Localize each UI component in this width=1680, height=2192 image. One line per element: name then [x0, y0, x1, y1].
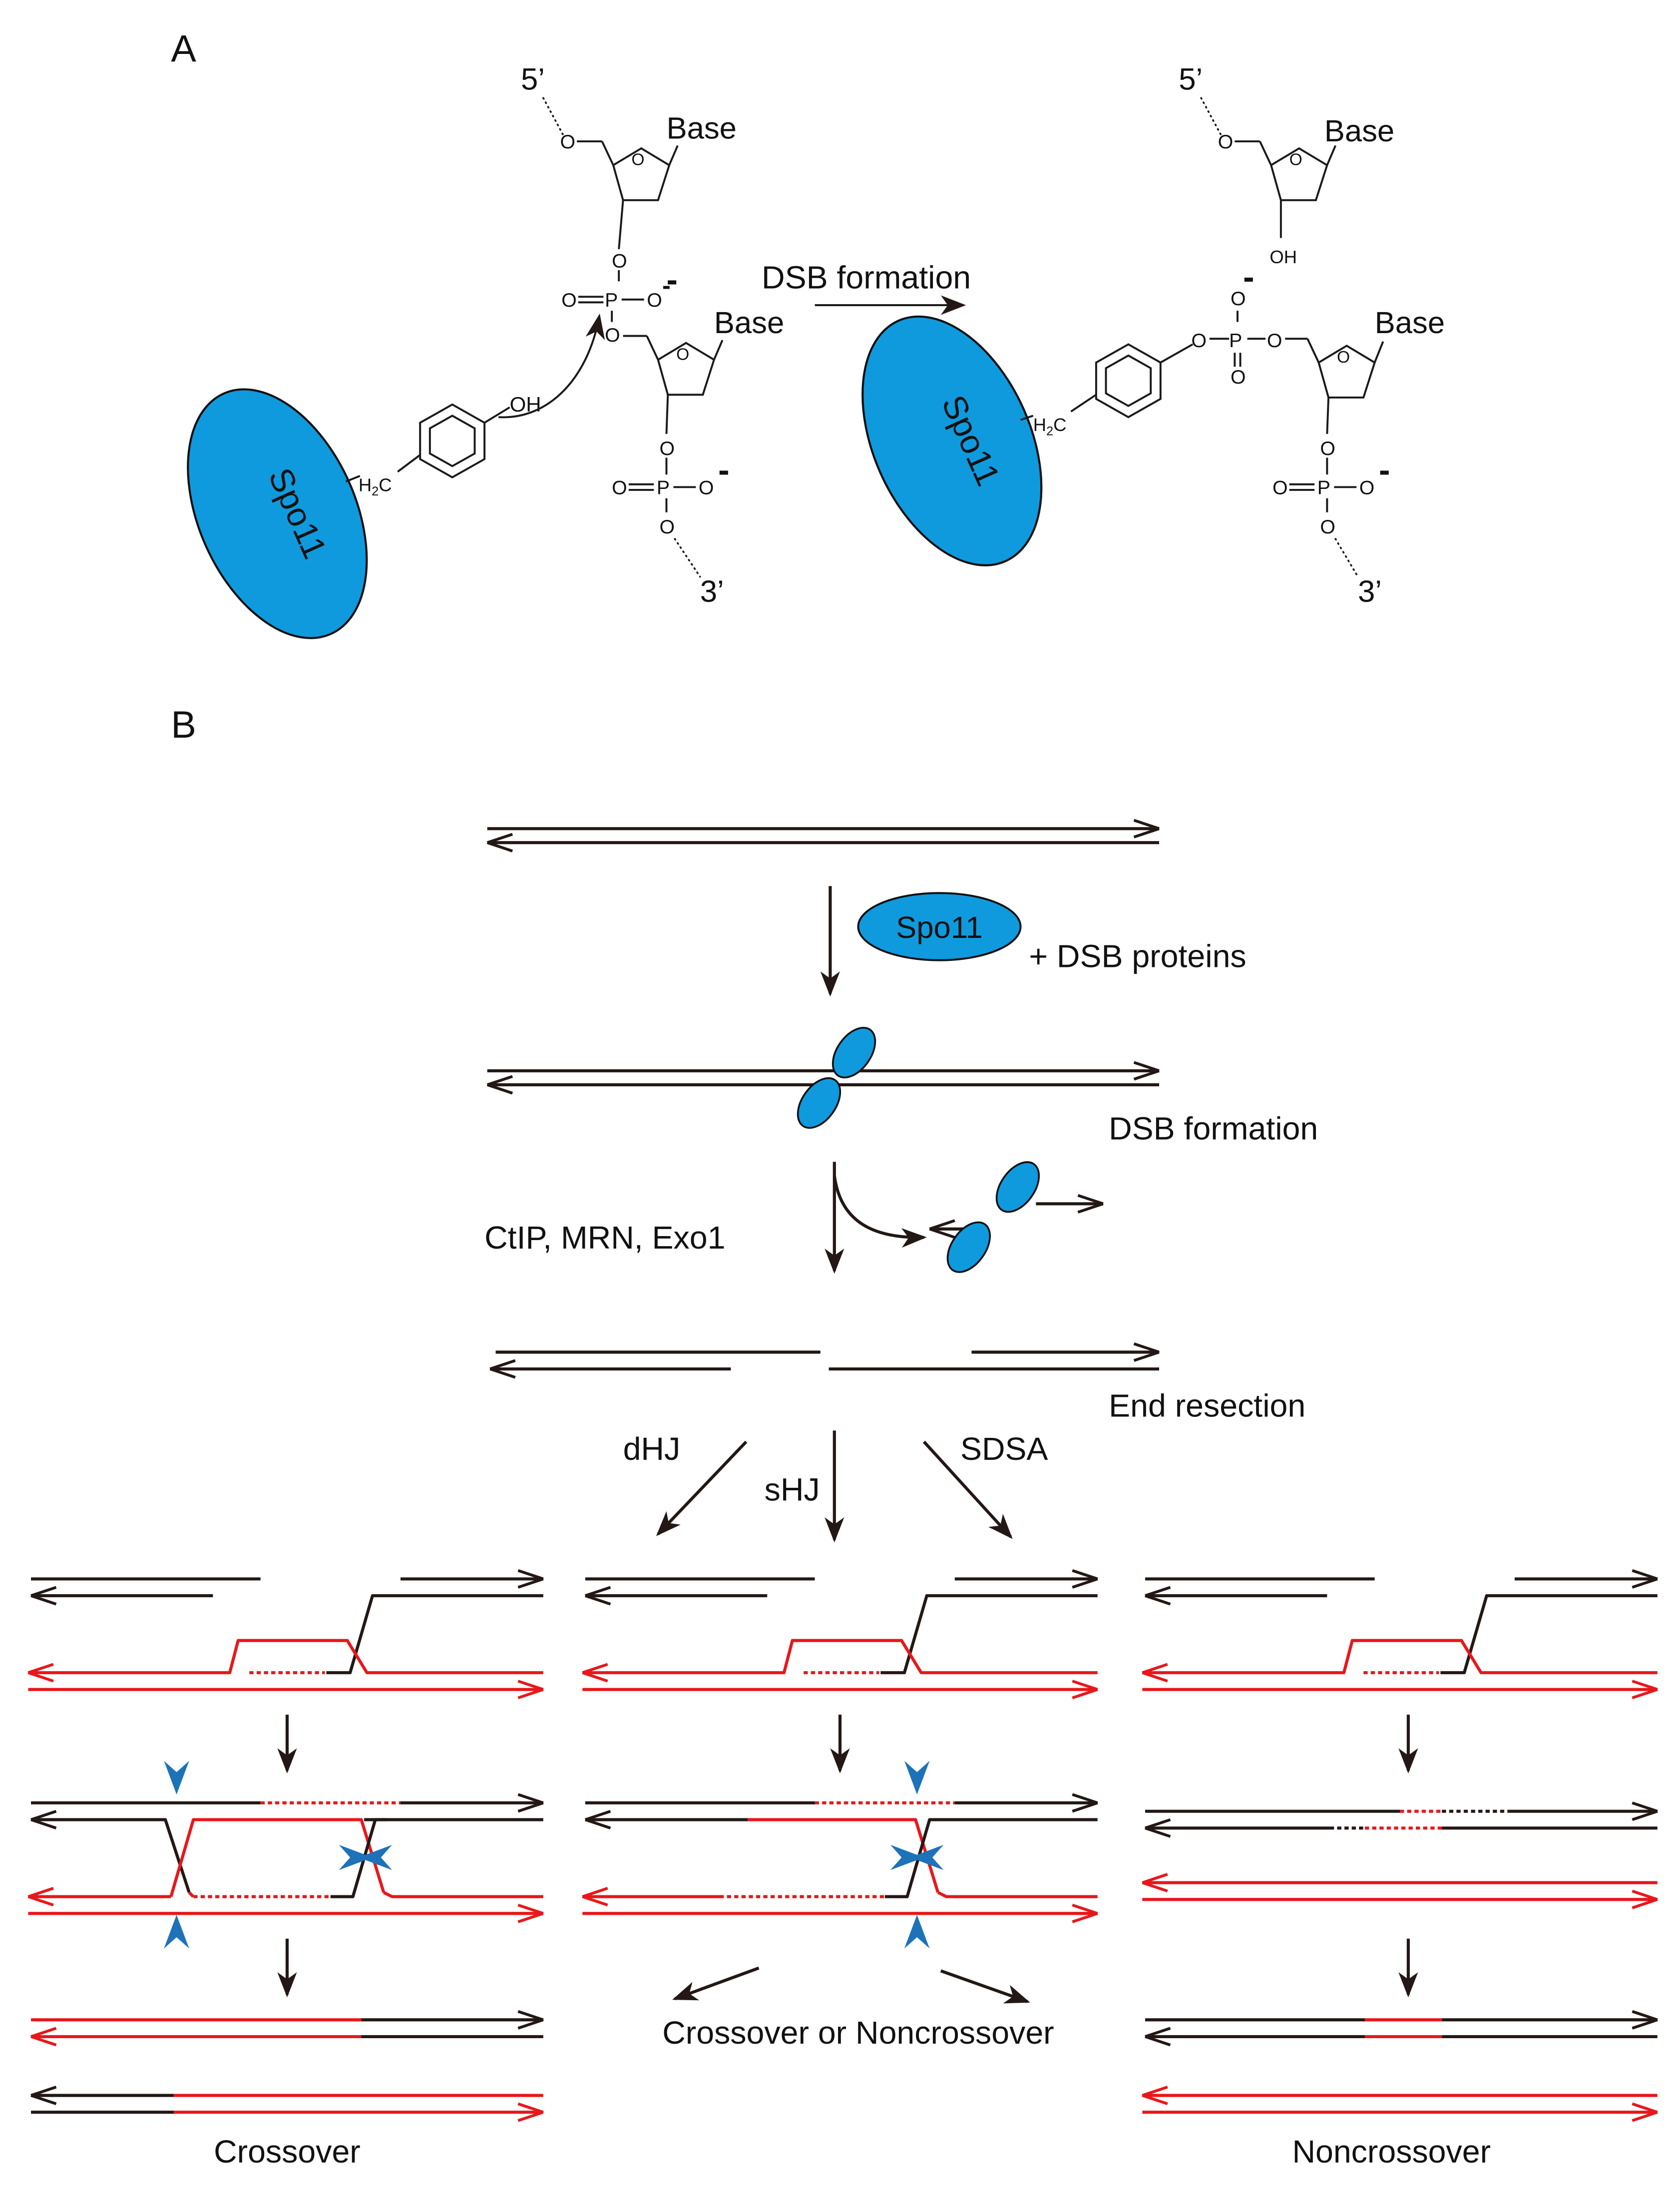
crossover-or-noncrossover-label: Crossover or Noncrossover — [662, 2015, 1054, 2051]
svg-text:P: P — [1317, 476, 1330, 498]
dsb-formation-label: DSB formation — [1109, 1110, 1318, 1146]
svg-text:O: O — [1231, 366, 1246, 388]
panel-label-a: A — [171, 27, 196, 70]
base-3: Base — [1324, 114, 1395, 148]
svg-text:O: O — [1320, 438, 1335, 459]
spo11-right: Spo11 — [861, 315, 1043, 566]
svg-text:O: O — [659, 516, 675, 538]
ch2-left: H2C — [359, 475, 392, 498]
svg-text:O: O — [1231, 288, 1246, 310]
sugar-ring-3 — [1269, 147, 1328, 201]
dna-backbone-left: 5’ O O Base O O P O - - O O Base O O P O — [521, 62, 784, 609]
shj-label: sHJ — [765, 1471, 820, 1507]
dsb-duplex — [486, 1026, 1160, 1129]
panel-label-b: B — [171, 704, 196, 746]
intact-duplex — [486, 819, 1160, 853]
tyrosine-right: H2C — [1020, 343, 1194, 438]
svg-text:P: P — [605, 289, 618, 311]
sdsa-label: SDSA — [960, 1431, 1048, 1467]
svg-text:O: O — [605, 324, 620, 346]
resolution-arrow-left — [672, 1966, 760, 2001]
five-prime-left: 5’ — [521, 62, 545, 96]
base-1: Base — [666, 111, 736, 145]
spo11-left: Spo11 — [187, 388, 368, 639]
svg-text:O: O — [560, 131, 575, 153]
dna-backbone-right: O P O - O O O Base O O P O - O 3’ 5’ O — [1179, 62, 1445, 609]
spo11-protein-label: Spo11 — [896, 910, 983, 945]
svg-text:O: O — [1359, 476, 1375, 498]
crossover-products — [30, 2010, 544, 2122]
oh-right: OH — [1269, 247, 1297, 267]
release-arrow — [833, 1175, 927, 1248]
sdsa-arrow — [922, 1440, 1013, 1539]
base-2: Base — [714, 306, 785, 340]
svg-text:-: - — [1243, 258, 1254, 296]
base-4: Base — [1375, 306, 1445, 340]
svg-text:O: O — [676, 345, 689, 364]
crossover-label: Crossover — [214, 2134, 361, 2170]
sugar-ring-2 — [657, 342, 716, 396]
five-prime-right: 5’ — [1179, 62, 1203, 96]
oh-left: OH — [510, 393, 541, 416]
svg-text:H2C: H2C — [1033, 415, 1067, 438]
end-resection-label: End resection — [1109, 1387, 1305, 1423]
three-prime-right: 3’ — [1358, 574, 1382, 609]
svg-text:O: O — [1267, 330, 1282, 352]
reaction-label: DSB formation — [762, 259, 971, 295]
strand-invasion-dhj — [27, 1569, 544, 1700]
dhj-label: dHJ — [623, 1431, 681, 1467]
svg-text:-: - — [662, 271, 671, 300]
svg-text:O: O — [612, 476, 627, 498]
sugar-ring-4 — [1317, 344, 1376, 399]
noncrossover-products — [1142, 2010, 1658, 2122]
svg-text:O: O — [612, 250, 627, 272]
released-spo11-oligos — [929, 1161, 1104, 1273]
svg-text:-: - — [718, 451, 729, 489]
svg-text:O: O — [647, 289, 662, 311]
svg-text:O: O — [1218, 131, 1234, 153]
nucleophilic-attack-arrow — [498, 313, 605, 419]
svg-text:P: P — [657, 476, 670, 498]
sugar-ring-1 — [612, 147, 671, 201]
resolution-arrow-right — [940, 1969, 1030, 2004]
svg-text:O: O — [1337, 348, 1350, 367]
spo11-protein — [857, 892, 1022, 961]
resected-duplex — [489, 1342, 1160, 1379]
svg-text:O: O — [699, 476, 714, 498]
svg-text:O: O — [1191, 330, 1207, 352]
svg-text:O: O — [1289, 151, 1302, 169]
strand-invasion-sdsa — [1142, 1569, 1658, 1700]
sdsa-annealing — [1142, 1801, 1658, 1909]
noncrossover-label: Noncrossover — [1292, 2134, 1491, 2170]
single-holliday-junction — [582, 1760, 1098, 1949]
svg-text:O: O — [1320, 516, 1335, 538]
svg-text:O: O — [1272, 476, 1288, 498]
svg-text:O: O — [561, 289, 577, 311]
strand-invasion-shj — [582, 1569, 1098, 1700]
dhj-arrow — [656, 1440, 748, 1536]
svg-text:-: - — [1379, 451, 1390, 489]
three-prime-left: 3’ — [700, 574, 724, 609]
svg-text:P: P — [1229, 330, 1242, 352]
tyrosine-left: H2C OH — [345, 393, 541, 498]
resection-factors-label: CtIP, MRN, Exo1 — [484, 1220, 725, 1256]
svg-text:O: O — [659, 438, 675, 459]
dsb-proteins-label: + DSB proteins — [1029, 938, 1246, 974]
double-holliday-junction — [27, 1760, 544, 1949]
svg-text:O: O — [631, 151, 644, 169]
svg-text:-: - — [666, 261, 677, 299]
